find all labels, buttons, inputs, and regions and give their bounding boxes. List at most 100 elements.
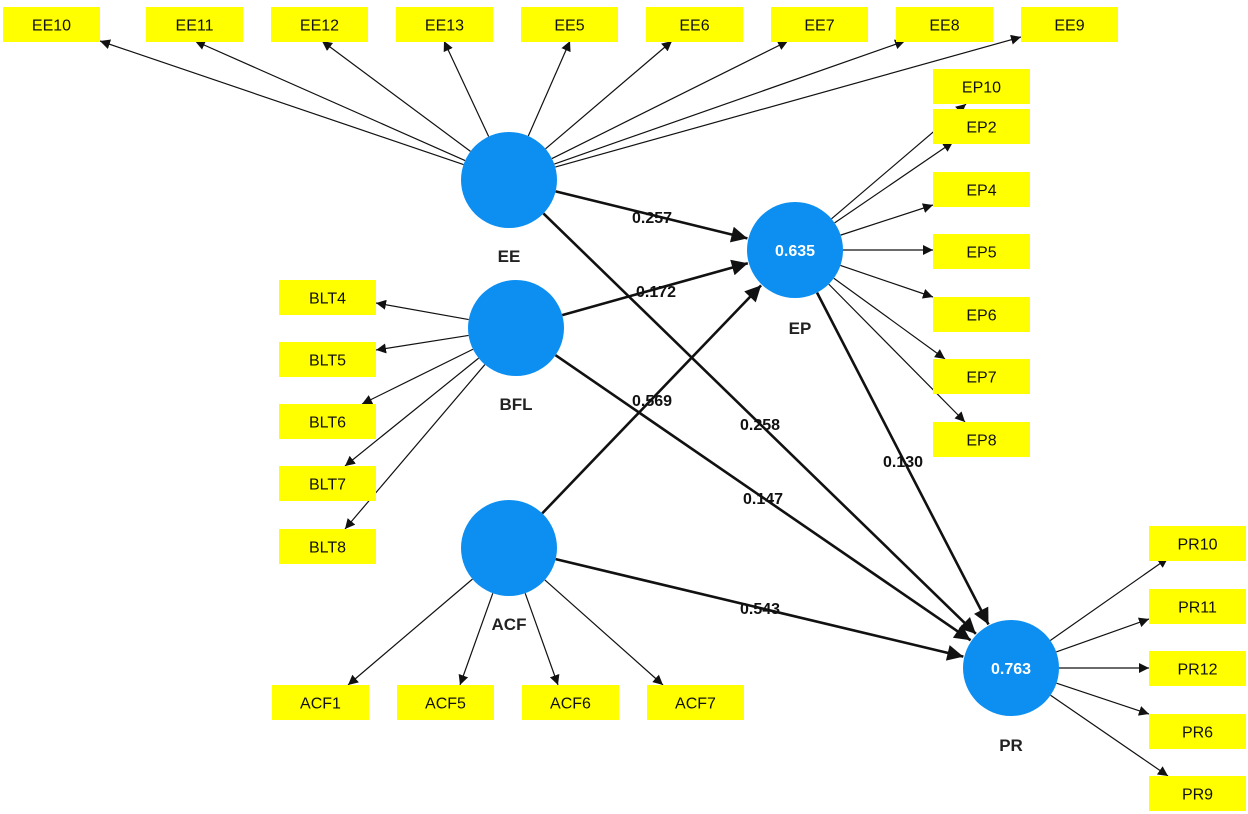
path-arrow-ee-pr	[542, 212, 977, 635]
indicator-pr11: PR11	[1149, 589, 1246, 624]
r-squared-value: 0.763	[991, 661, 1031, 678]
indicator-label: BLT5	[309, 353, 346, 370]
loading-arrow-ee11	[194, 40, 466, 162]
indicator-ep5: EP5	[933, 234, 1030, 269]
indicator-blt5: BLT5	[279, 342, 376, 377]
indicator-label: EP5	[966, 245, 996, 262]
indicator-label: EP7	[966, 370, 996, 387]
indicator-acf5: ACF5	[397, 685, 494, 720]
indicator-ee5: EE5	[521, 7, 618, 42]
indicator-label: EP6	[966, 308, 996, 325]
loading-arrow-pr6	[1056, 682, 1150, 716]
indicator-blt8: BLT8	[279, 529, 376, 564]
indicator-label: PR6	[1182, 725, 1213, 742]
path-coefficient-ee-pr: 0.258	[740, 417, 780, 434]
loading-arrow-ep7	[833, 277, 946, 360]
latent-variable-acf	[461, 500, 557, 596]
indicator-label: EP4	[966, 183, 996, 200]
path-coefficient-bfl-ep: 0.172	[636, 284, 676, 301]
indicator-label: ACF6	[550, 696, 591, 713]
loading-arrow-blt4	[375, 299, 469, 321]
indicator-label: EP2	[966, 120, 996, 137]
loading-arrow-ep2	[834, 141, 954, 224]
indicator-pr9: PR9	[1149, 776, 1246, 811]
loading-arrow-ee5	[527, 40, 571, 137]
loading-arrow-ep6	[840, 264, 934, 299]
indicator-label: EE7	[804, 18, 834, 35]
indicator-label: EE13	[425, 18, 464, 35]
latent-variable-pr: 0.763	[963, 620, 1059, 716]
path-coefficient-ee-ep: 0.257	[632, 210, 672, 227]
path-coefficient-acf-ep: 0.569	[632, 393, 672, 410]
indicator-ee7: EE7	[771, 7, 868, 42]
indicator-ep8: EP8	[933, 422, 1030, 457]
latent-variable-ep: 0.635	[747, 202, 843, 298]
latent-label: EE	[498, 247, 521, 266]
indicator-label: EE9	[1054, 18, 1084, 35]
indicator-ee12: EE12	[271, 7, 368, 42]
indicator-label: EE11	[176, 18, 214, 35]
path-coefficient-ep-pr: 0.130	[883, 454, 923, 471]
indicator-label: BLT7	[309, 477, 346, 494]
indicator-label: PR12	[1177, 662, 1217, 679]
indicator-label: EE8	[929, 18, 959, 35]
indicator-ep7: EP7	[933, 359, 1030, 394]
path-arrow-acf-pr	[555, 557, 964, 661]
loading-arrow-ee8	[554, 39, 906, 165]
latent-label: EP	[789, 319, 812, 338]
path-arrow-acf-ep	[541, 284, 763, 515]
indicator-label: BLT8	[309, 540, 346, 557]
latent-variable-bfl	[468, 280, 564, 376]
loading-arrow-blt6	[361, 348, 474, 405]
loading-arrow-blt5	[375, 334, 469, 354]
path-arrow-ep-pr	[815, 292, 990, 626]
loading-arrow-pr11	[1056, 617, 1150, 653]
loading-arrow-ee10	[99, 39, 464, 166]
indicator-label: ACF7	[675, 696, 716, 713]
path-arrow-bfl-ep	[561, 259, 749, 317]
latent-variable-ee	[461, 132, 557, 228]
latent-label: PR	[999, 736, 1023, 755]
indicator-ep2: EP2	[933, 109, 1030, 144]
latent-circle	[468, 280, 564, 376]
indicator-blt6: BLT6	[279, 404, 376, 439]
latent-circle	[461, 500, 557, 596]
indicator-label: PR11	[1178, 600, 1217, 617]
loading-arrow-acf6	[524, 592, 560, 686]
indicator-blt7: BLT7	[279, 466, 376, 501]
indicator-blt4: BLT4	[279, 280, 376, 315]
indicator-ee9: EE9	[1021, 7, 1118, 42]
indicator-pr6: PR6	[1149, 714, 1246, 749]
indicator-label: EE5	[554, 18, 584, 35]
indicator-acf7: ACF7	[647, 685, 744, 720]
indicator-label: PR10	[1177, 537, 1217, 554]
path-coefficient-acf-pr: 0.543	[740, 601, 780, 618]
indicator-label: EE12	[300, 18, 339, 35]
indicator-label: EE6	[679, 18, 709, 35]
indicator-label: ACF1	[300, 696, 341, 713]
latent-label: BFL	[499, 395, 532, 414]
indicator-acf1: ACF1	[272, 685, 369, 720]
path-coefficient-bfl-pr: 0.147	[743, 491, 783, 508]
loading-arrow-ee13	[443, 40, 490, 137]
r-squared-value: 0.635	[775, 243, 815, 260]
indicator-label: EE10	[32, 18, 71, 35]
loading-arrow-ee6	[545, 40, 673, 150]
indicator-ep4: EP4	[933, 172, 1030, 207]
loading-arrow-ep8	[828, 283, 966, 423]
indicator-ep10: EP10	[933, 69, 1030, 104]
loading-arrow-ee12	[321, 40, 471, 152]
indicator-ee10: EE10	[3, 7, 100, 42]
path-arrow-bfl-pr	[554, 354, 972, 642]
loading-arrow-ep4	[840, 203, 934, 236]
indicator-ee13: EE13	[396, 7, 493, 42]
loading-arrow-pr9	[1050, 694, 1169, 777]
latent-circle	[963, 620, 1059, 716]
indicator-label: BLT6	[309, 415, 346, 432]
loading-arrow-pr10	[1049, 557, 1169, 641]
indicator-ee8: EE8	[896, 7, 993, 42]
indicator-label: ACF5	[425, 696, 466, 713]
indicator-label: BLT4	[309, 291, 346, 308]
loading-arrow-acf1	[347, 578, 473, 686]
